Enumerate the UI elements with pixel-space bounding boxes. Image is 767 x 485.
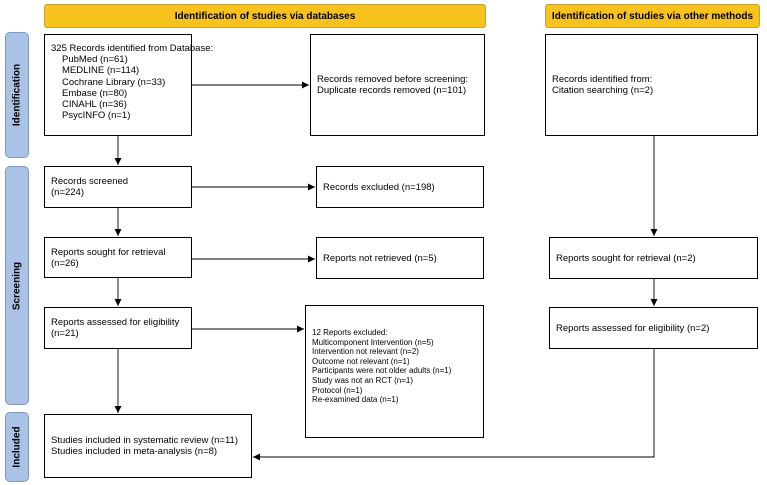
records-screened-line2: (n=224) xyxy=(51,187,85,199)
other-sought-box: Reports sought for retrieval (n=2) xyxy=(549,237,758,279)
records-excluded-line1: Records excluded (n=198) xyxy=(323,182,435,193)
records-identified-box: 325 Records identified from Database: Pu… xyxy=(44,34,214,136)
phase-identification: Identification xyxy=(5,32,29,158)
reports-not-retrieved-line1: Reports not retrieved (n=5) xyxy=(323,253,437,264)
excluded-reason-7: Re-examined data (n=1) xyxy=(312,395,399,405)
other-identified-line1: Records identified from: xyxy=(552,74,653,85)
reports-assessed-box: Reports assessed for eligibility (n=21) xyxy=(44,307,192,349)
records-screened-line1: Records screened xyxy=(51,176,129,187)
removed-before-line2: Duplicate records removed (n=101) xyxy=(317,85,467,97)
included-line1: Studies included in systematic review (n… xyxy=(51,435,239,446)
reports-excluded-box: 12 Reports excluded: Multicomponent Inte… xyxy=(305,305,484,438)
removed-before-line1: Records removed before screening: xyxy=(317,74,469,85)
source-pubmed: PubMed (n=61) xyxy=(62,54,128,66)
reports-excluded-title: 12 Reports excluded: xyxy=(312,328,388,337)
arrow-other-to-included xyxy=(253,349,655,461)
header-other-methods: Identification of studies via other meth… xyxy=(545,4,760,28)
excluded-reason-6: Protocol (n=1) xyxy=(312,385,363,395)
reports-sought-line2: (n=26) xyxy=(51,258,79,270)
excluded-reason-1: Multicomponent Intervention (n=5) xyxy=(312,337,434,347)
records-identified-title: 325 Records identified from Database: xyxy=(51,43,214,54)
source-cochrane: Cochrane Library (n=33) xyxy=(62,76,166,88)
included-line2: Studies included in meta-analysis (n=8) xyxy=(51,446,218,458)
other-identified-box: Records identified from: Citation search… xyxy=(545,34,758,136)
reports-assessed-line2: (n=21) xyxy=(51,328,79,340)
excluded-reason-5: Study was not an RCT (n=1) xyxy=(312,375,414,385)
reports-sought-box: Reports sought for retrieval (n=26) xyxy=(44,237,192,278)
source-medline: MEDLINE (n=114) xyxy=(62,65,140,77)
excluded-reason-2: Intervention not relevant (n=2) xyxy=(312,347,419,357)
phase-included: Included xyxy=(5,412,29,482)
records-screened-box: Records screened (n=224) xyxy=(44,166,192,208)
other-sought-line1: Reports sought for retrieval (n=2) xyxy=(556,253,696,264)
header-databases: Identification of studies via databases xyxy=(44,4,486,28)
source-embase: Embase (n=80) xyxy=(62,87,128,99)
other-assessed-line1: Reports assessed for eligibility (n=2) xyxy=(556,323,710,334)
studies-included-box: Studies included in systematic review (n… xyxy=(44,414,252,478)
other-assessed-box: Reports assessed for eligibility (n=2) xyxy=(549,307,758,349)
reports-not-retrieved-box: Reports not retrieved (n=5) xyxy=(316,237,484,279)
excluded-reason-3: Outcome not relevant (n=1) xyxy=(312,356,410,366)
excluded-reason-4: Participants were not older adults (n=1) xyxy=(312,366,452,376)
other-identified-line2: Citation searching (n=2) xyxy=(552,85,654,97)
phase-screening: Screening xyxy=(5,166,29,405)
source-psycinfo: PsycINFO (n=1) xyxy=(62,110,131,122)
records-excluded-box: Records excluded (n=198) xyxy=(316,166,484,208)
removed-before-screening-box: Records removed before screening: Duplic… xyxy=(310,34,485,136)
reports-assessed-line1: Reports assessed for eligibility xyxy=(51,317,180,328)
reports-sought-line1: Reports sought for retrieval xyxy=(51,247,166,258)
source-cinahl: CINAHL (n=36) xyxy=(62,99,127,111)
